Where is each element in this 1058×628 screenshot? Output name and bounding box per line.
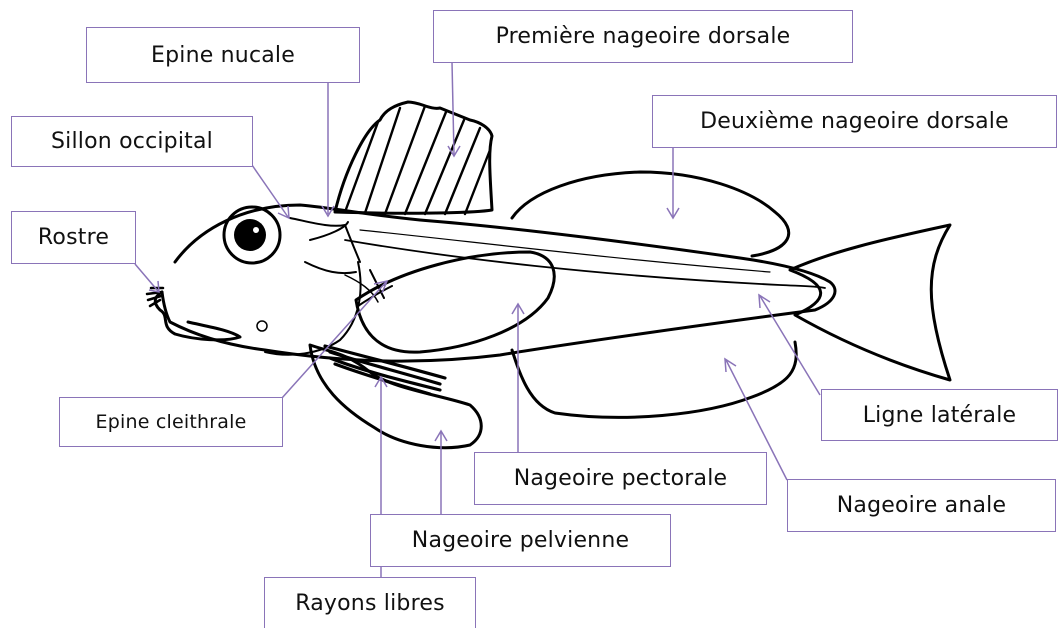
anal-fin-shape	[512, 342, 796, 417]
leader-cleithrale	[282, 282, 386, 398]
lateral-line	[345, 240, 825, 288]
eye-inner	[234, 219, 266, 251]
label-epine-nucale: Epine nucale	[86, 27, 360, 83]
leader-premiere-dorsale	[452, 62, 454, 155]
label-nageoire-pectorale: Nageoire pectorale	[474, 452, 767, 505]
free-rays-shape	[325, 346, 445, 394]
label-sillon-occipital: Sillon occipital	[11, 116, 253, 167]
label-premiere-nageoire-dorsale: Première nageoire dorsale	[433, 10, 853, 63]
label-ligne-laterale: Ligne latérale	[821, 389, 1058, 441]
label-rostre: Rostre	[11, 211, 136, 264]
label-deuxieme-nageoire-dorsale: Deuxième nageoire dorsale	[652, 95, 1057, 148]
caudal-fin-shape	[790, 225, 950, 380]
leader-rostre	[135, 264, 158, 291]
label-rayons-libres: Rayons libres	[264, 577, 476, 628]
second-dorsal-fin-shape	[512, 172, 789, 256]
label-nageoire-anale: Nageoire anale	[787, 479, 1056, 532]
label-nageoire-pelvienne: Nageoire pelvienne	[370, 514, 671, 567]
pectoral-fin-shape	[356, 252, 554, 352]
label-epine-cleithrale: Epine cleithrale	[59, 397, 283, 447]
